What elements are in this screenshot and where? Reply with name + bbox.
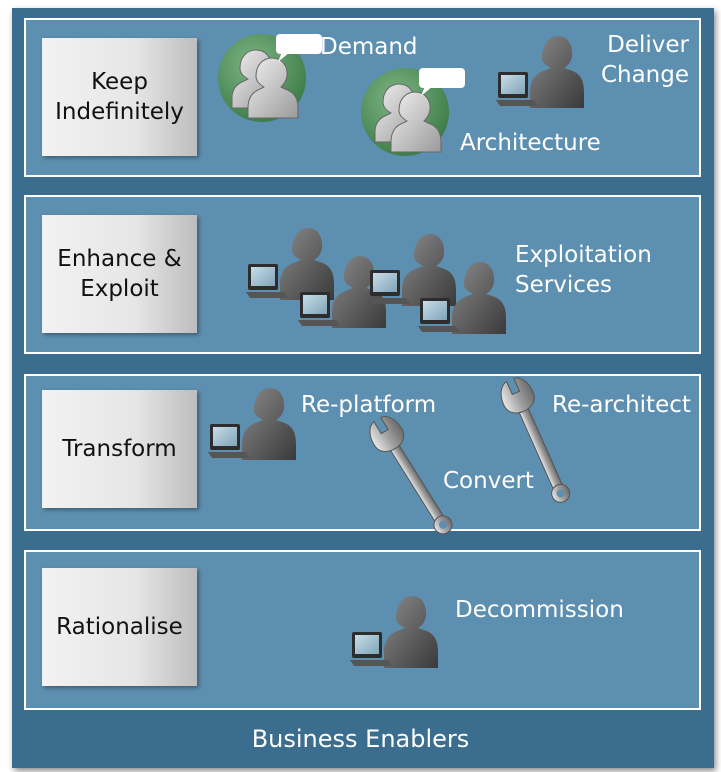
laptop-user-icon <box>350 596 438 668</box>
discussion-icon <box>360 67 466 157</box>
stage-label: Keep Indefinitely <box>55 69 184 125</box>
stage-band-rationalise: Rationalise <box>24 550 701 710</box>
item-label-architecture: Architecture <box>460 130 601 156</box>
item-label-demand: Demand <box>320 34 418 60</box>
item-label-deliver-change: Deliver Change <box>600 32 689 88</box>
item-label-convert: Convert <box>443 468 534 494</box>
laptop-user-icon <box>246 228 334 300</box>
stage-band-keep: Keep Indefinitely <box>24 18 701 177</box>
laptop-user-icon <box>208 388 296 460</box>
stage-label: Transform <box>62 436 177 462</box>
discussion-icon <box>217 33 323 123</box>
item-label-re-platform: Re-platform <box>301 392 437 418</box>
item-label-exploitation-services: Exploitation Services <box>515 242 652 298</box>
laptop-user-icon <box>368 234 456 306</box>
stage-label-box: Keep Indefinitely <box>42 38 197 156</box>
stage-label-box: Enhance & Exploit <box>42 215 197 333</box>
stage-label-box: Transform <box>42 390 197 508</box>
stage-label: Enhance & Exploit <box>57 246 182 302</box>
stage-band-transform: Transform <box>24 374 701 531</box>
stage-label: Rationalise <box>56 614 183 640</box>
laptop-user-icon <box>496 36 584 108</box>
stage-label-box: Rationalise <box>42 568 197 686</box>
footer-label: Business Enablers <box>251 725 470 753</box>
item-label-re-architect: Re-architect <box>552 392 691 418</box>
item-label-decommission: Decommission <box>455 597 624 623</box>
